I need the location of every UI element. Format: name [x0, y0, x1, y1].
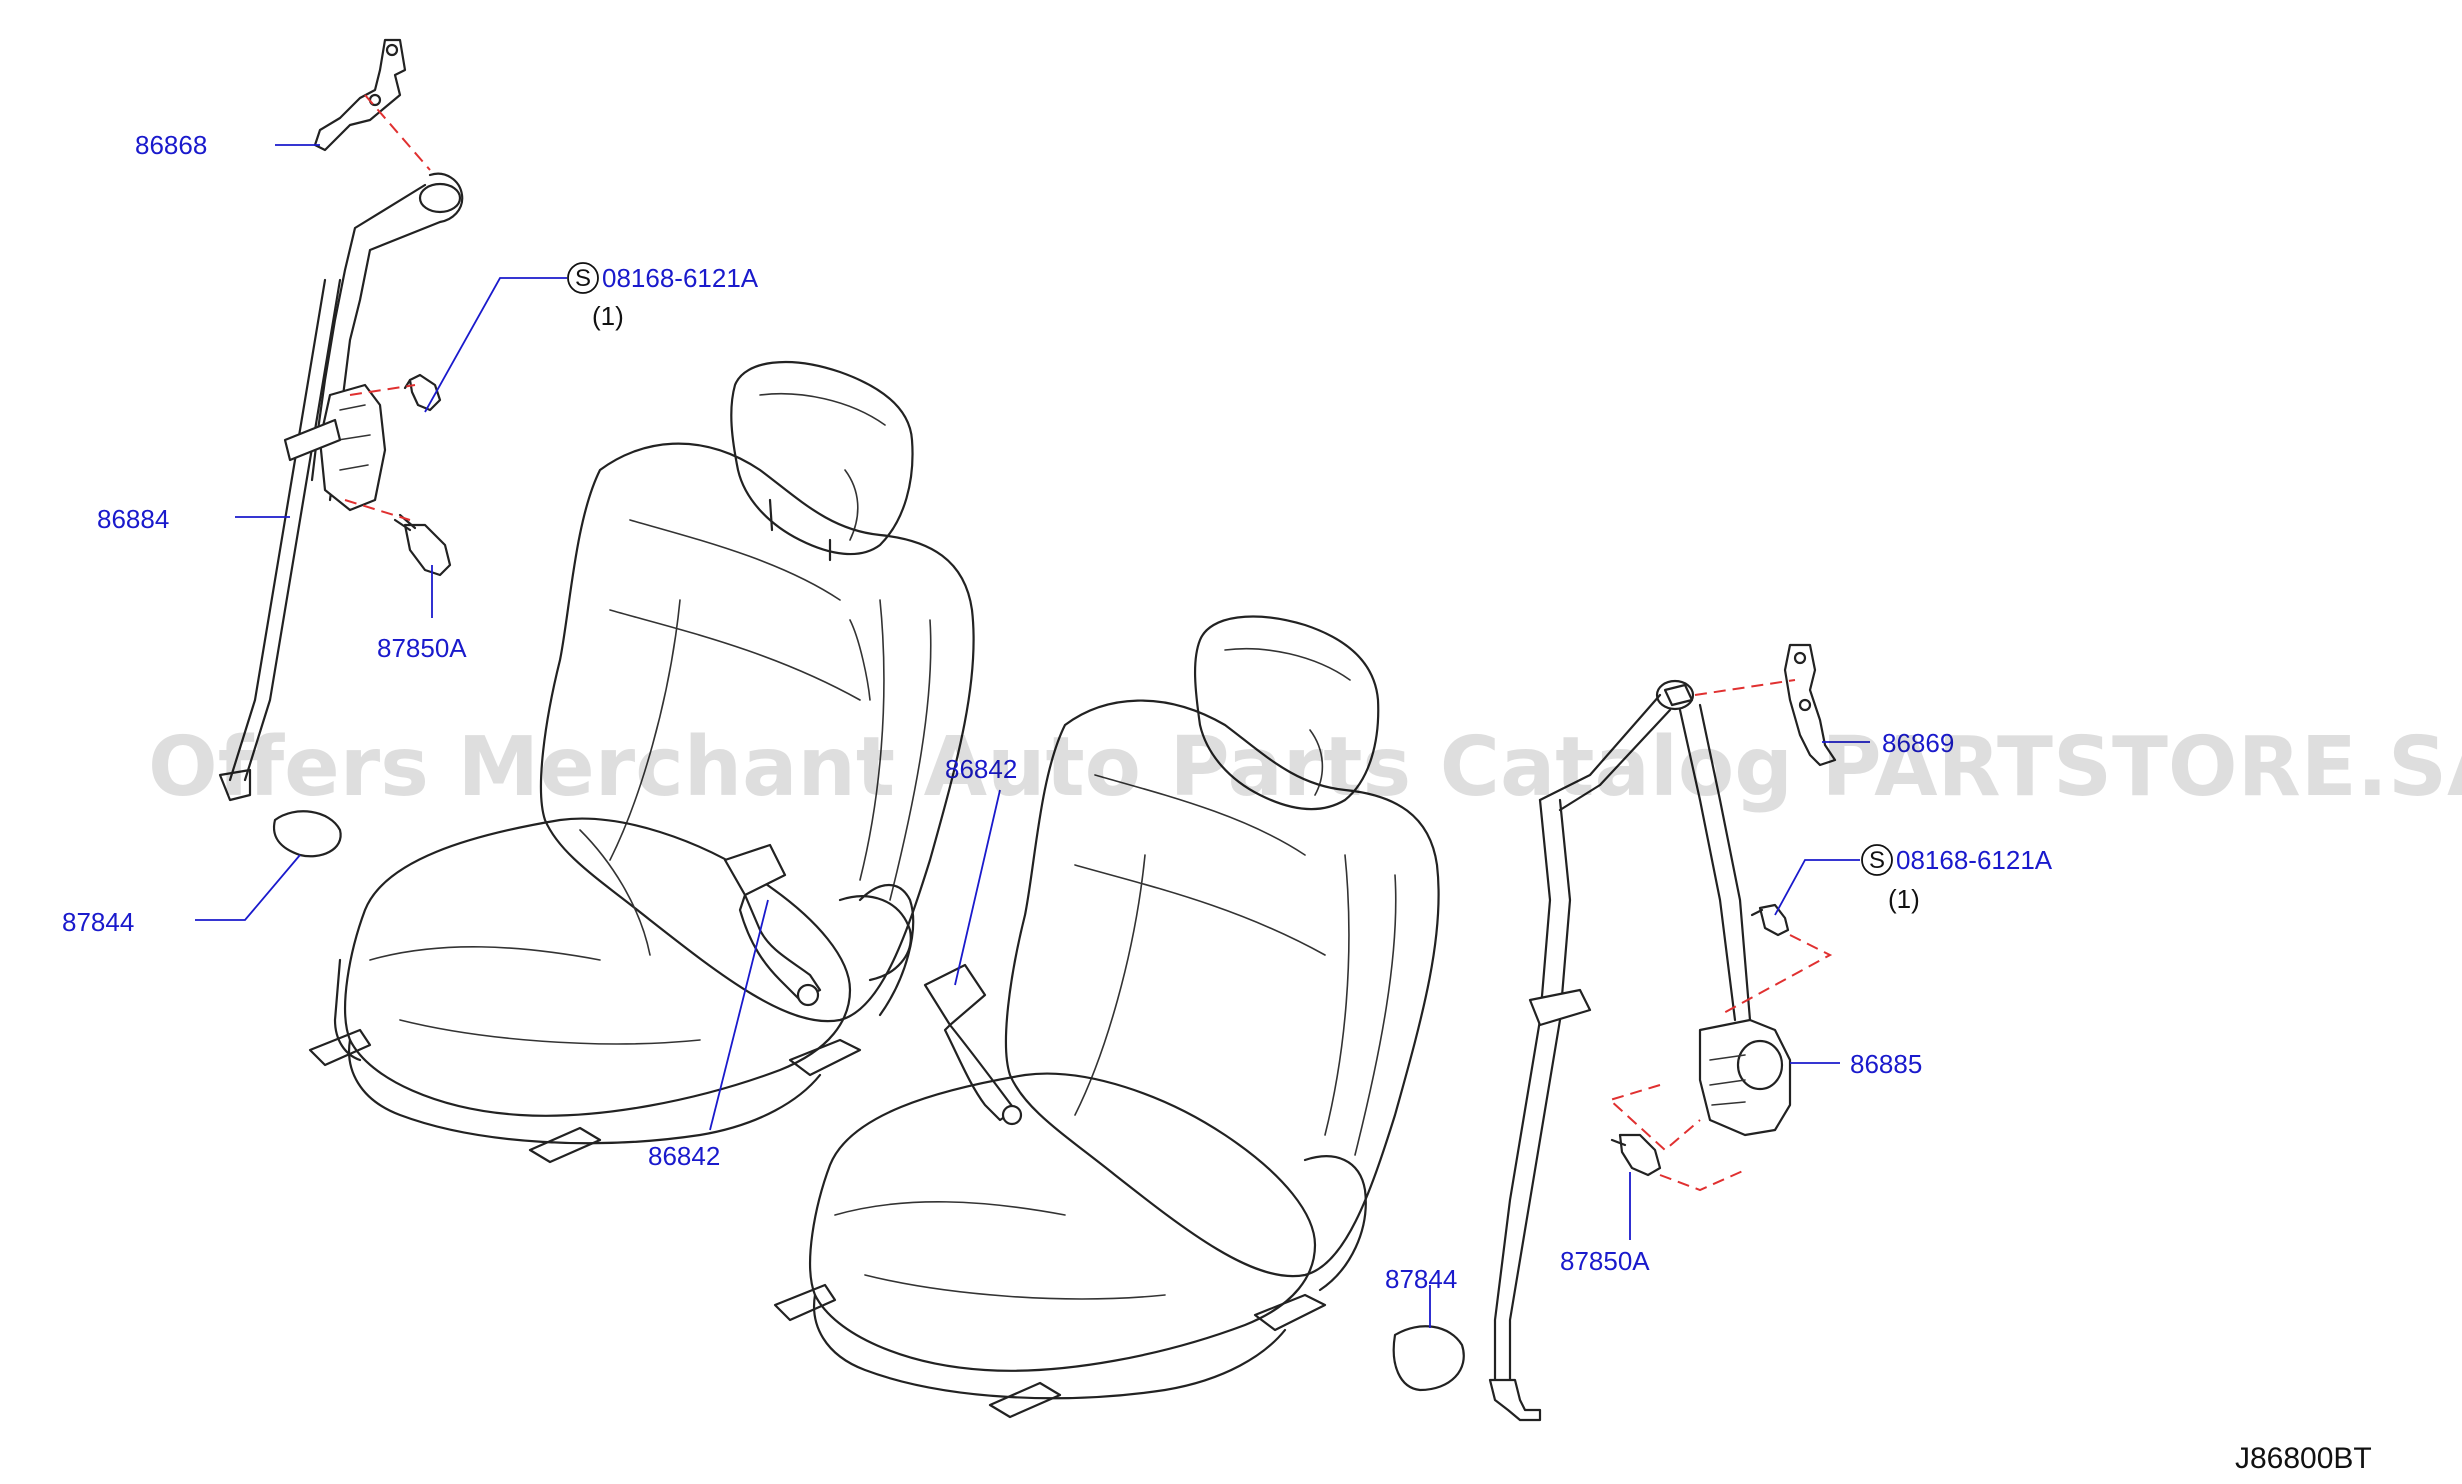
- leader-lines: [195, 144, 1870, 1328]
- left-seat-cushion: [344, 817, 852, 1117]
- center-seat-cushion: [809, 1072, 1317, 1372]
- center-seat-backrest: [1004, 699, 1440, 1278]
- standard-part-symbol: S: [575, 265, 591, 292]
- label-87850a-left[interactable]: 87850A: [377, 633, 467, 663]
- left-retractor-86884: [318, 383, 387, 512]
- label-87850a-right[interactable]: 87850A: [1560, 1246, 1650, 1276]
- center-seat: [773, 615, 1440, 1419]
- standard-part-symbol-right: S: [1869, 847, 1885, 874]
- label-86868[interactable]: 86868: [135, 130, 207, 160]
- label-86884[interactable]: 86884: [97, 504, 169, 534]
- label-86842-center[interactable]: 86842: [945, 754, 1017, 784]
- standard-part-circle-right: [1861, 844, 1893, 876]
- diagram-code: J86800BT: [2235, 1442, 2372, 1475]
- left-seat-headrest: [730, 360, 914, 556]
- right-cover-cap-87844: [1392, 1325, 1465, 1392]
- left-seat-buckle: [723, 843, 822, 1007]
- right-bolt-87850a: [1618, 1133, 1662, 1177]
- label-08168-6121a-left[interactable]: 08168-6121A: [602, 263, 759, 293]
- center-seat-headrest: [1194, 615, 1380, 811]
- label-86869[interactable]: 86869: [1882, 728, 1954, 758]
- part-labels: 86868 S 08168-6121A (1) 86884 87850A 878…: [62, 130, 2372, 1475]
- watermark: Offers Merchant Auto Parts Catalog PARTS…: [148, 720, 2462, 815]
- label-87844-right[interactable]: 87844: [1385, 1264, 1457, 1294]
- label-86842-left[interactable]: 86842: [648, 1141, 720, 1171]
- center-seat-buckle: [923, 963, 1023, 1126]
- left-cover-cap-87844: [272, 810, 342, 858]
- qty-right: (1): [1888, 884, 1920, 914]
- left-seat: [308, 360, 975, 1164]
- left-anchor-plate-86868: [313, 38, 407, 152]
- label-87844-left[interactable]: 87844: [62, 907, 134, 937]
- right-retractor-86885: [1698, 1018, 1792, 1137]
- label-86885[interactable]: 86885: [1850, 1049, 1922, 1079]
- label-08168-6121a-right[interactable]: 08168-6121A: [1896, 845, 2053, 875]
- qty-left: (1): [592, 301, 624, 331]
- right-belt-assembly: [1392, 643, 1837, 1422]
- left-bolt-87850a: [403, 523, 452, 577]
- standard-part-circle: [567, 262, 599, 294]
- left-belt-assembly: [218, 38, 464, 858]
- left-seat-backrest: [539, 442, 975, 1023]
